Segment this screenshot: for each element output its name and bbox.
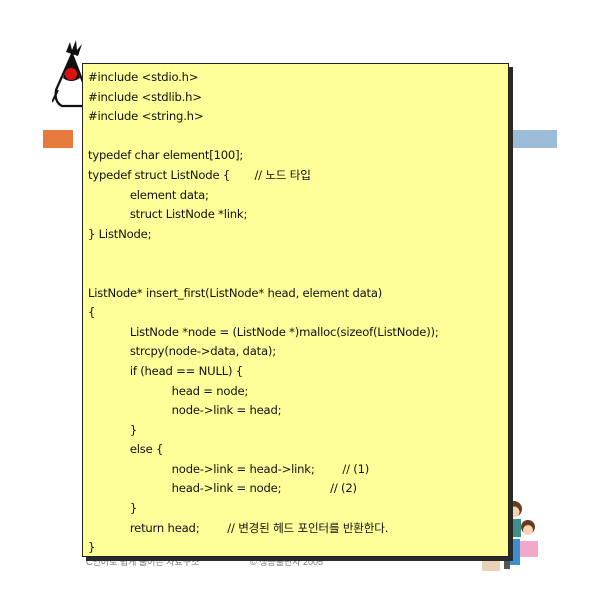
code-line: else {: [88, 442, 164, 457]
code-line: if (head == NULL) {: [88, 363, 243, 378]
code-line: }: [88, 540, 96, 555]
code-line: {: [88, 305, 96, 320]
code-listing: #include <stdio.h> #include <stdlib.h> #in…: [82, 63, 509, 557]
code-line: strcpy(node->data, data);: [88, 344, 276, 359]
code-line: [88, 244, 508, 264]
code-line: } ListNode;: [88, 226, 152, 241]
accent-bar-left: [43, 130, 73, 148]
footer-copyright: © 생능출판사 2005: [250, 557, 324, 567]
code-line: node->link = head->link; // (1): [88, 461, 370, 476]
code-line: [88, 127, 508, 147]
code-line: element data;: [88, 187, 209, 202]
students-illustration-icon: [482, 501, 538, 571]
code-line: head->link = node; // (2): [88, 481, 357, 496]
code-line: node->link = head;: [88, 403, 282, 418]
code-line: typedef struct ListNode { // 노드 타입: [88, 167, 311, 182]
code-line: struct ListNode *link;: [88, 207, 248, 222]
code-line: #include <string.h>: [88, 109, 204, 124]
code-line: }: [88, 501, 138, 516]
code-line: [88, 264, 508, 284]
code-line: #include <stdlib.h>: [88, 89, 202, 104]
code-line: }: [88, 422, 138, 437]
code-line: return head; // 변경된 헤드 포인터를 반환한다.: [88, 520, 389, 535]
footer-book-title: C언어로 쉽게 풀어쓴 자료구조: [86, 557, 200, 567]
code-line: #include <stdio.h>: [88, 70, 199, 84]
code-line: ListNode* insert_first(ListNode* head, e…: [88, 285, 383, 300]
accent-bar-right: [510, 130, 557, 148]
code-line: typedef char element[100];: [88, 148, 244, 163]
code-line: head = node;: [88, 383, 249, 398]
code-line: ListNode *node = (ListNode *)malloc(size…: [88, 324, 439, 339]
